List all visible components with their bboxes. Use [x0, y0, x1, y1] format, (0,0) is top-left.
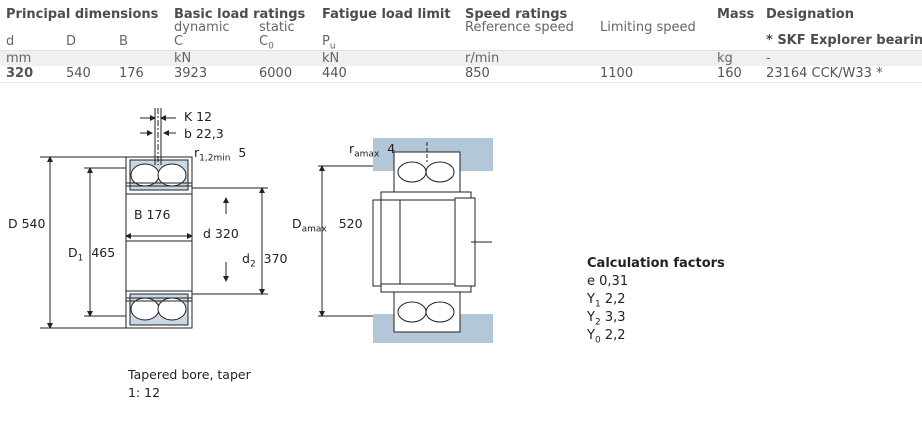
value-limiting-speed: 1100 — [600, 66, 634, 81]
value-reference-speed: 850 — [465, 66, 490, 81]
value-C0: 6000 — [259, 66, 293, 81]
header-fatigue-load-limit: Fatigue load limit — [322, 7, 451, 22]
value-Pu: 440 — [322, 66, 347, 81]
value-mass: 160 — [717, 66, 742, 81]
label-B: B 176 — [134, 207, 171, 222]
label-d: d 320 — [203, 226, 239, 241]
header-separator — [0, 50, 922, 51]
header-designation: Designation — [766, 7, 854, 22]
symbol-B: B — [119, 34, 128, 49]
symbol-C0: C0 — [259, 34, 274, 52]
label-b: b 22,3 — [184, 126, 224, 141]
symbol-d: d — [6, 34, 15, 49]
calc-y1: Y1 2,2 — [587, 292, 626, 310]
label-K: K 12 — [184, 109, 213, 124]
value-C: 3923 — [174, 66, 208, 81]
value-D: 540 — [66, 66, 91, 81]
label-ramax: ramax 4 — [349, 141, 396, 160]
units-row-background — [0, 51, 922, 66]
unit-kn-pu: kN — [322, 51, 340, 66]
symbol-D: D — [66, 34, 77, 49]
unit-designation: - — [766, 51, 771, 66]
subheader-dynamic: dynamic — [174, 20, 230, 35]
note-line-2: 1: 12 — [128, 385, 161, 400]
header-mass: Mass — [717, 7, 755, 22]
value-d: 320 — [6, 66, 34, 81]
mounting-drawing — [318, 138, 493, 343]
value-designation: 23164 CCK/W33 * — [766, 66, 883, 81]
unit-kn-c: kN — [174, 51, 192, 66]
explorer-note: * SKF Explorer bearing — [766, 33, 922, 48]
label-D1: D1 465 — [68, 245, 116, 264]
label-d2: d2 370 — [242, 251, 288, 270]
subheader-limiting-speed: Limiting speed — [600, 20, 696, 35]
value-B: 176 — [119, 66, 144, 81]
label-D: D 540 — [8, 216, 46, 231]
unit-kg: kg — [717, 51, 733, 66]
symbol-C: C — [174, 34, 184, 49]
bearing-cross-section — [40, 108, 268, 329]
calc-e: e 0,31 — [587, 274, 629, 289]
calc-y2: Y2 3,3 — [587, 310, 626, 328]
note-line-1: Tapered bore, taper — [128, 367, 251, 382]
header-basic-load-ratings: Basic load ratings — [174, 7, 306, 22]
label-r12min: r1,2min 5 — [194, 145, 247, 164]
label-Damax: Damax 520 — [292, 216, 363, 235]
unit-rpm: r/min — [465, 51, 500, 66]
calc-y0: Y0 2,2 — [587, 328, 626, 346]
data-row[interactable] — [0, 66, 922, 83]
symbol-Pu: Pu — [322, 34, 336, 52]
header-principal-dimensions: Principal dimensions — [6, 7, 159, 22]
unit-mm: mm — [6, 51, 32, 66]
subheader-static: static — [259, 20, 295, 35]
header-speed-ratings: Speed ratings — [465, 7, 568, 22]
subheader-reference-speed: Reference speed — [465, 20, 574, 35]
calc-title: Calculation factors — [587, 256, 725, 271]
